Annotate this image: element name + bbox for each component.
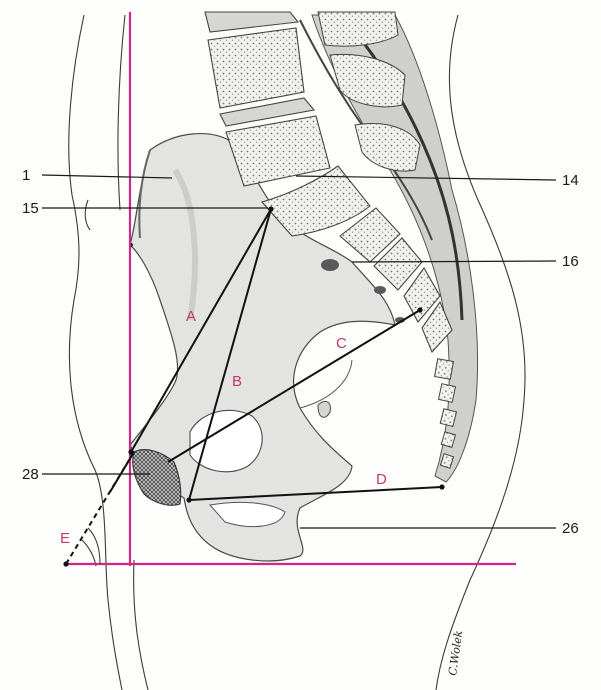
label-1: 1 bbox=[22, 167, 30, 184]
label-15: 15 bbox=[22, 200, 39, 217]
letter-b: B bbox=[232, 373, 242, 390]
letter-d: D bbox=[376, 471, 387, 488]
letter-e: E bbox=[60, 530, 70, 547]
label-28: 28 bbox=[22, 466, 39, 483]
letter-a: A bbox=[186, 308, 196, 325]
label-14: 14 bbox=[562, 172, 579, 189]
letter-c: C bbox=[336, 335, 347, 352]
ischial-spine bbox=[318, 401, 330, 417]
label-16: 16 bbox=[562, 253, 579, 270]
label-26: 26 bbox=[562, 520, 579, 537]
